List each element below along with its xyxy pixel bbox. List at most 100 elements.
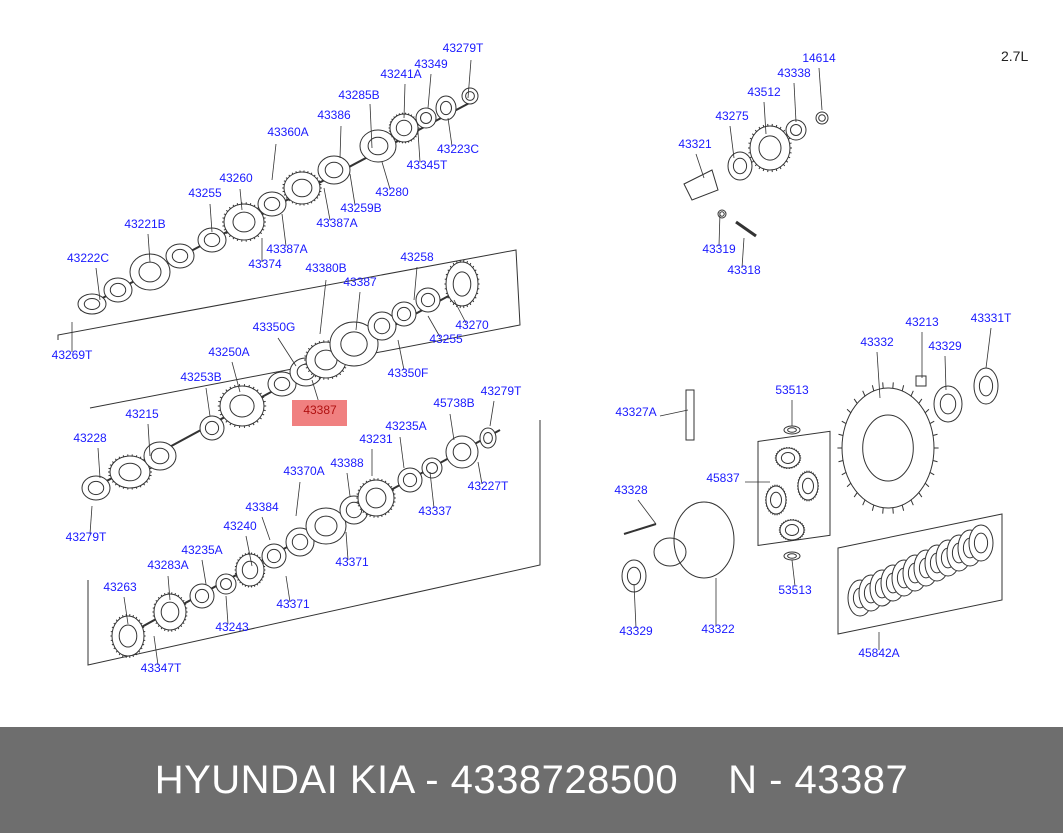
middle-gear-inner <box>396 306 412 322</box>
thrust-washer-inner <box>787 427 797 433</box>
lower-gear-tooth <box>237 559 239 561</box>
part-label: 43318 <box>727 263 761 277</box>
diff-bearing <box>933 385 963 423</box>
lower-gear-tooth <box>258 581 261 584</box>
drive-gear-tooth <box>779 166 782 170</box>
drive-gear-tooth <box>751 160 755 163</box>
upper-gear-inner <box>83 298 101 310</box>
upper-gear <box>165 243 195 269</box>
middle-gear-tooth <box>225 420 228 423</box>
lower-gear <box>152 592 188 632</box>
side-gear-tooth <box>781 535 783 537</box>
part-label: 43350F <box>388 366 429 380</box>
part-label: 43386 <box>317 108 351 122</box>
leader-line <box>791 559 796 587</box>
drive-gear-tooth <box>754 129 758 132</box>
pinion-gear-tooth <box>768 510 770 512</box>
middle-gear-tooth <box>114 483 117 486</box>
upper-gear-tooth <box>389 121 392 123</box>
middle-gear-tooth <box>469 262 472 266</box>
lower-gear-tooth <box>157 625 160 628</box>
lower-gear-outer <box>189 583 215 609</box>
upper-gear <box>257 191 287 217</box>
leader-line <box>231 361 241 393</box>
ring-gear-tooth <box>918 492 923 498</box>
middle-gear-inner <box>420 292 436 308</box>
lower-gear-tooth <box>239 556 242 559</box>
middle-gear-tooth <box>114 458 117 461</box>
leader-line <box>295 481 301 517</box>
part-label: 53513 <box>775 383 809 397</box>
middle-gear-tooth <box>474 296 477 299</box>
middle-gear <box>367 311 397 341</box>
part-label: 43228 <box>73 431 107 445</box>
pinion-gear-tooth <box>812 472 814 475</box>
diff-bearing-inner <box>939 393 957 415</box>
lower-gear-tooth <box>115 619 118 622</box>
lower-gear <box>356 478 396 518</box>
upper-gear <box>415 107 437 129</box>
lower-gear-tooth <box>384 513 387 516</box>
upper-gear-inner <box>291 178 313 198</box>
pinion-gear-tooth <box>783 507 786 510</box>
pinion-gear-tooth <box>798 493 801 496</box>
drive-gear <box>748 123 792 173</box>
upper-gear-inner <box>203 232 221 248</box>
part-label: 43221B <box>124 217 165 231</box>
needle-bearing-inner <box>732 157 748 175</box>
part-label: 43241A <box>380 67 421 81</box>
part-label: 43255 <box>429 332 463 346</box>
upper-gear-tooth <box>225 232 229 235</box>
leader-line <box>147 233 151 263</box>
upper-gear-tooth <box>412 116 415 118</box>
middle-gear-tooth <box>148 478 151 480</box>
drive-gear-tooth <box>762 124 765 128</box>
part-label: 43263 <box>103 580 137 594</box>
lower-gear-tooth <box>256 583 259 586</box>
upper-gear-tooth <box>283 180 286 182</box>
lower-gear-tooth <box>182 622 185 625</box>
lower-gear-tooth <box>142 643 145 646</box>
part-label: 45842A <box>858 646 899 660</box>
ring-gear-tooth <box>929 471 935 476</box>
snap-ring-outer <box>815 111 829 125</box>
part-label: 43512 <box>747 85 781 99</box>
upper-gear-tooth <box>249 238 252 242</box>
middle-gear-tooth <box>314 375 317 378</box>
upper-gear-tooth <box>223 213 226 216</box>
leader-line <box>346 472 351 497</box>
upper-gear-outer <box>165 243 195 269</box>
ring-gear-tooth <box>918 398 923 404</box>
middle-gear <box>329 321 379 367</box>
middle-gear-tooth <box>225 389 228 392</box>
upper-gear-tooth <box>415 135 417 138</box>
drive-gear-tooth <box>775 124 778 128</box>
lower-gear-inner <box>266 548 282 564</box>
lower-gear-tooth <box>135 616 138 619</box>
part-label: 43384 <box>245 500 279 514</box>
side-gear-tooth <box>797 463 799 465</box>
upper-gear-inner <box>324 161 344 179</box>
leader-line <box>355 291 361 331</box>
side-gear <box>774 446 802 470</box>
lower-gear-tooth <box>115 650 118 653</box>
side-gear-tooth <box>795 449 798 451</box>
part-label: 43222C <box>67 251 109 265</box>
lower-gear-outer <box>285 527 315 557</box>
middle-gear <box>391 301 417 327</box>
middle-gear-tooth <box>307 370 311 373</box>
middle-gear-tooth <box>259 392 262 395</box>
footer-part-number: 4338728500 <box>450 757 679 802</box>
leader-line <box>323 187 331 221</box>
middle-gear-tooth <box>474 269 477 272</box>
part-label: 43215 <box>125 407 159 421</box>
leader-line <box>467 59 472 99</box>
leader-line <box>944 355 947 391</box>
pinion-gear-tooth <box>782 488 784 490</box>
upper-gear-tooth <box>253 237 256 240</box>
drive-gear-outer <box>749 125 791 171</box>
lower-gear-inner <box>452 442 472 462</box>
ring-gear-tooth <box>841 471 847 476</box>
lower-gear-outer <box>445 435 479 469</box>
middle-gear-tooth <box>310 344 313 347</box>
